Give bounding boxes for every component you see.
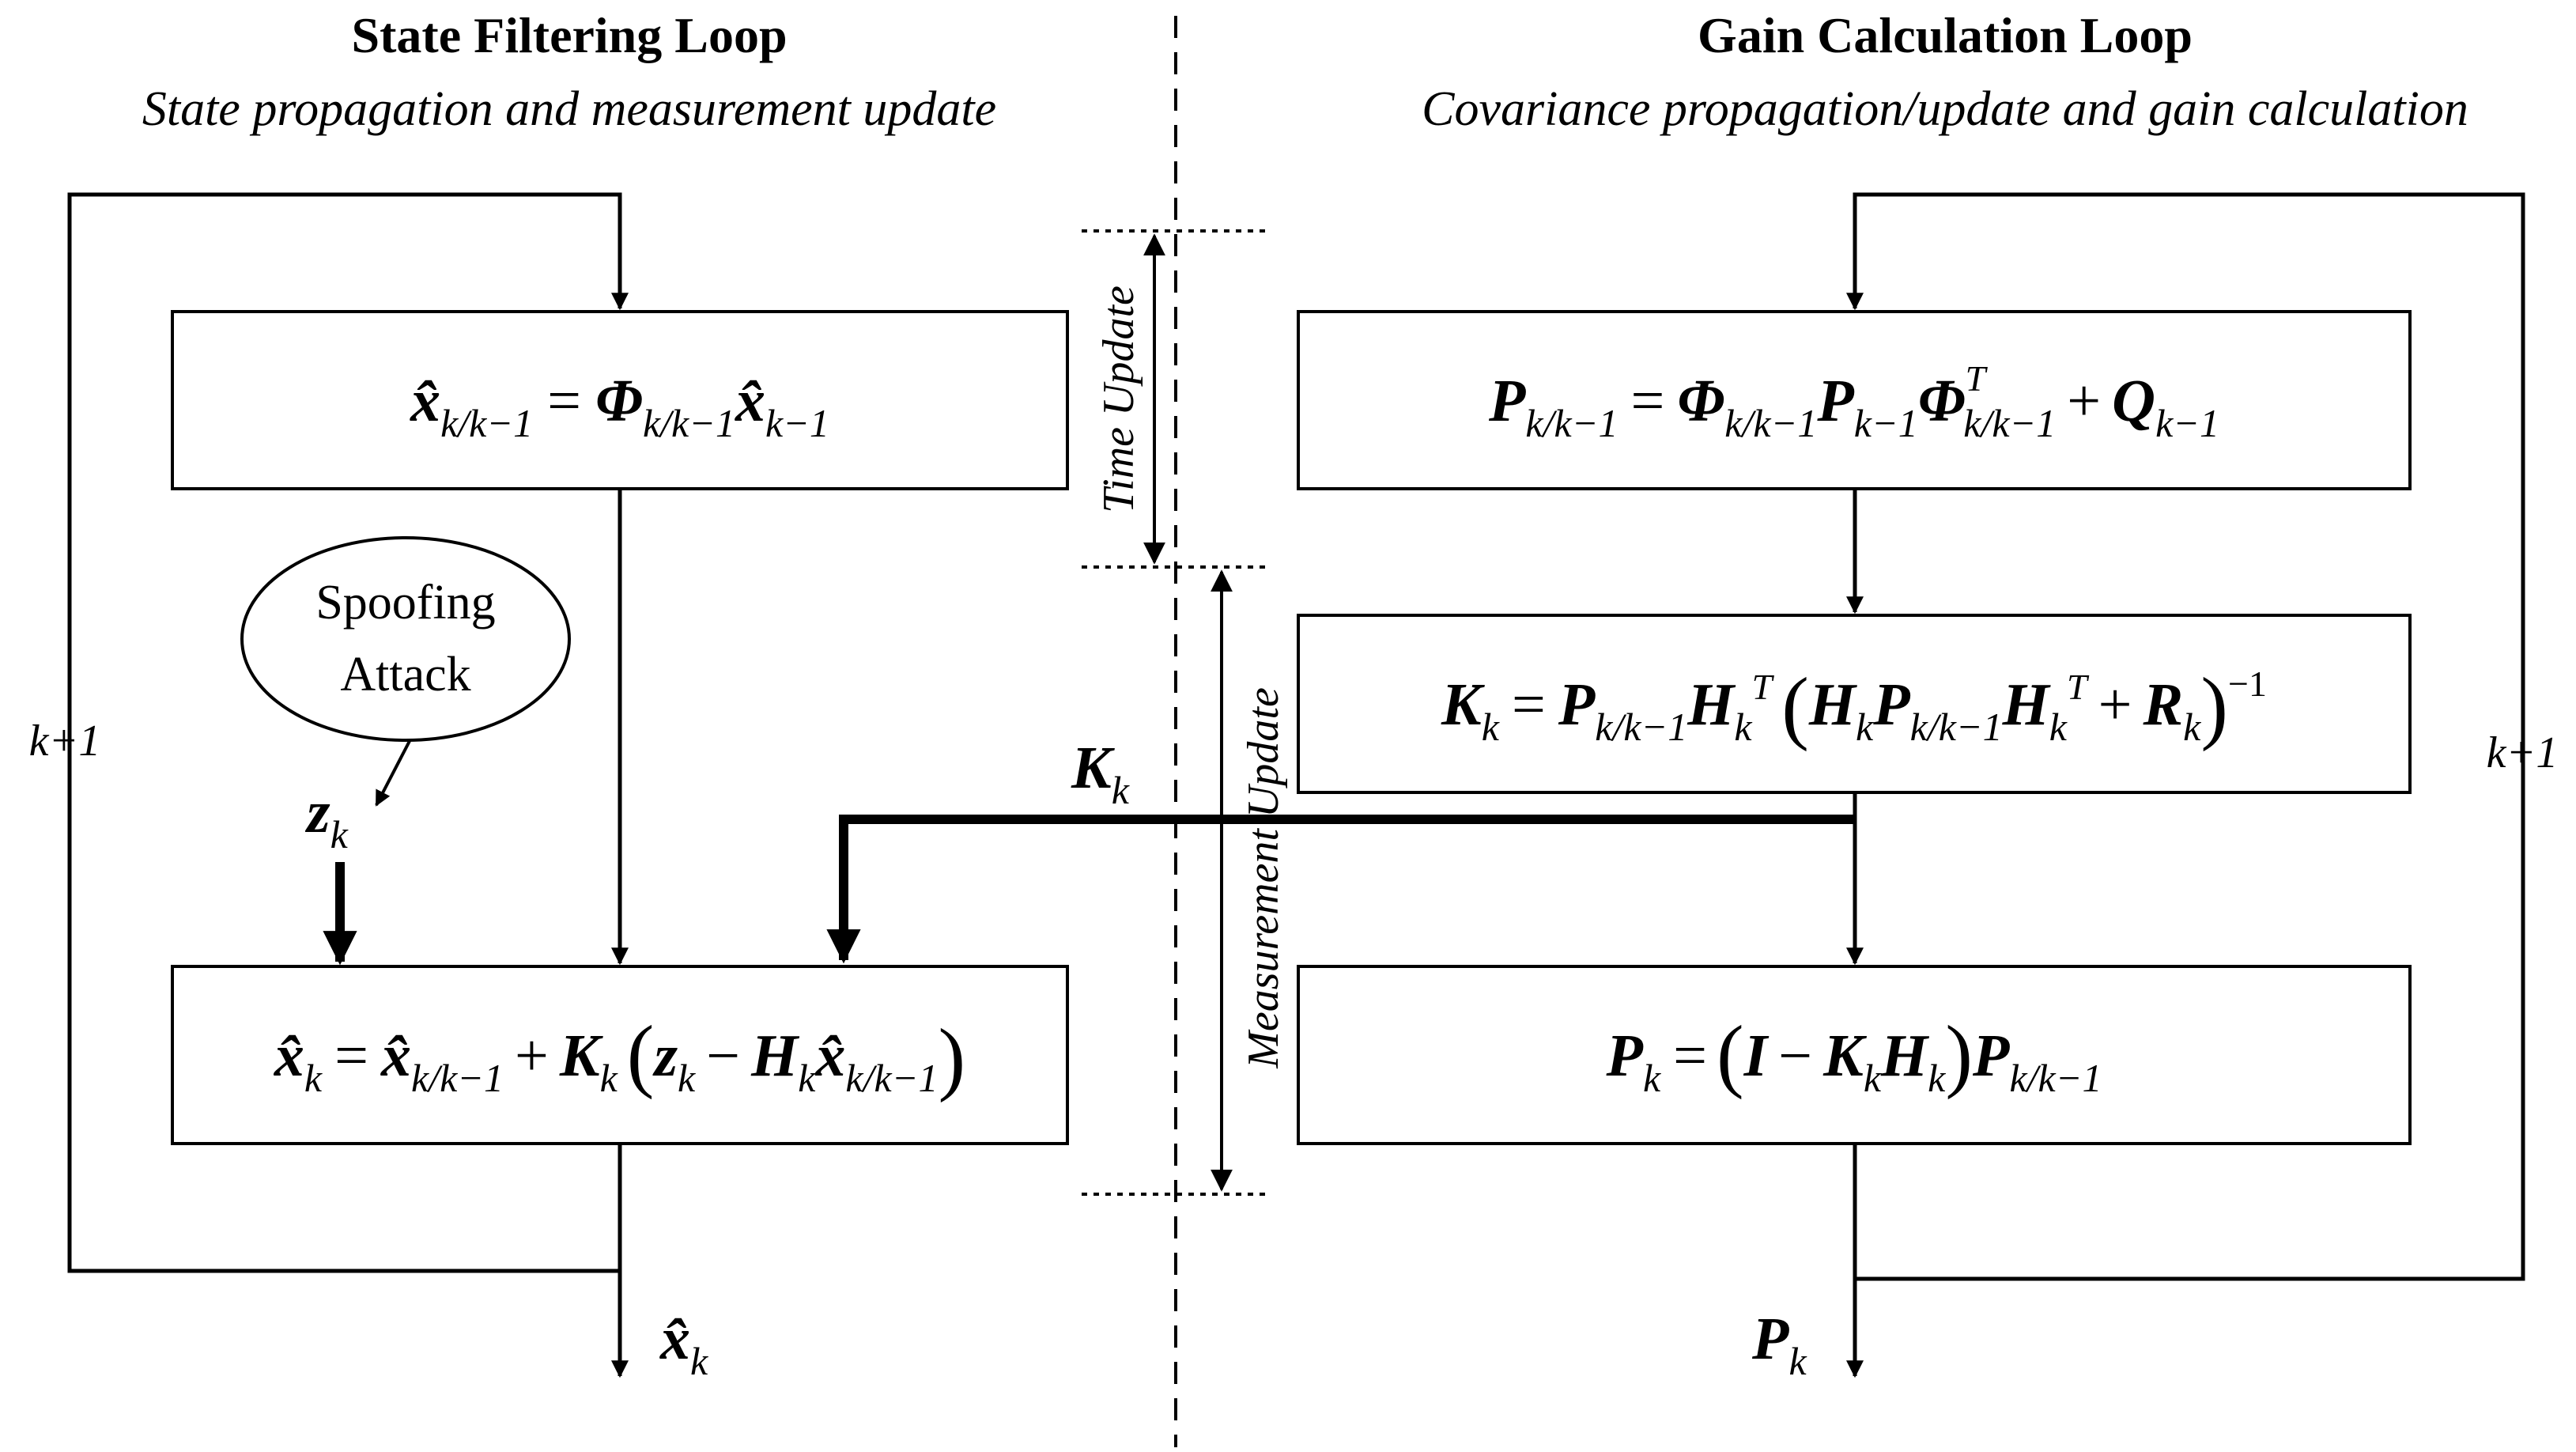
gain-feed-line xyxy=(826,815,1855,964)
spoofing-attack-line2: Attack xyxy=(340,648,470,701)
left-iteration-label: k+1 xyxy=(29,717,101,766)
gain-calculation-box xyxy=(1297,614,2412,794)
state-output-label: x̂k xyxy=(659,1306,708,1383)
covariance-update-equation: Pk=(I−KkHk)Pk/k−1 xyxy=(1606,1009,2102,1100)
right-loop-subtitle: Covariance propagation/update and gain c… xyxy=(1422,82,2468,136)
spoofing-attack-ellipse xyxy=(240,536,571,742)
right-feedback-loop xyxy=(1845,192,2525,1281)
covariance-prediction-box xyxy=(1297,310,2412,490)
covariance-output-label: Pk xyxy=(1751,1306,1807,1383)
state-update-equation: x̂k=x̂k/k−1+Kk(zk−Hkx̂k/k−1) xyxy=(274,1009,965,1103)
time-update-label: Time Update xyxy=(1094,285,1143,513)
state-prediction-box xyxy=(171,310,1069,490)
left-loop-subtitle: State propagation and measurement update xyxy=(142,82,996,136)
spoofing-attack-line1: Spoofing xyxy=(315,576,495,630)
measurement-update-label: Measurement Update xyxy=(1239,687,1288,1069)
state-update-box xyxy=(171,965,1069,1145)
attack-to-measurement-arrow xyxy=(375,740,411,807)
left-loop-title: State Filtering Loop xyxy=(351,7,787,63)
measurement-z-label: zk xyxy=(304,779,349,856)
gain-feed-label: Kk xyxy=(1071,735,1130,812)
right-iteration-label: k+1 xyxy=(2487,728,2559,777)
right-loop-title: Gain Calculation Loop xyxy=(1698,7,2193,63)
state-prediction-equation: x̂k/k−1=Φk/k−1x̂k−1 xyxy=(410,368,829,445)
covariance-update-box xyxy=(1297,965,2412,1145)
gain-calculation-equation: Kk=Pk/k−1HkT(HkPk/k−1HkT+Rk)−1 xyxy=(1441,661,2267,752)
left-feedback-loop xyxy=(67,192,629,1273)
